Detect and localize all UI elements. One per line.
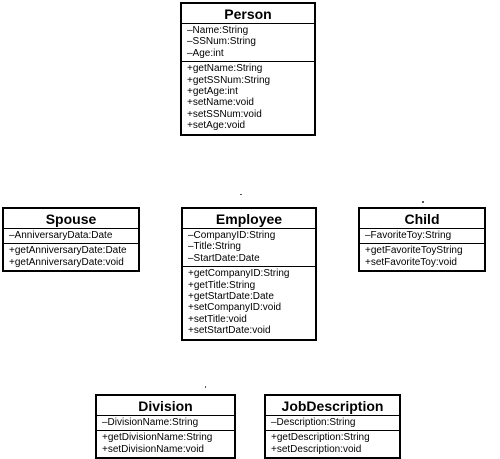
scan-speck xyxy=(205,386,206,388)
attribute: –DivisionName:String xyxy=(102,417,199,428)
method: +getName:String xyxy=(187,63,263,75)
method: +getCompanyID:String xyxy=(188,268,290,280)
methods-section: +getDivisionName:String +setDivisionName… xyxy=(97,431,234,457)
scan-speck xyxy=(422,201,424,203)
class-employee: Employee –CompanyID:String –Title:String… xyxy=(181,207,317,341)
methods-section: +getCompanyID:String +getTitle:String +g… xyxy=(183,267,315,338)
attributes-section: –AnniversaryData:Date xyxy=(4,229,138,245)
class-name: Person xyxy=(182,4,314,24)
attribute: –Title:String xyxy=(188,241,241,253)
method: +getDescription:String xyxy=(271,432,370,444)
method: +getTitle:String xyxy=(188,279,256,291)
attribute: –Description:String xyxy=(271,417,356,428)
methods-section: +getFavoriteToyString +setFavoriteToy:vo… xyxy=(360,244,484,270)
class-child: Child –FavoriteToy:String +getFavoriteTo… xyxy=(358,207,486,273)
class-name: JobDescription xyxy=(266,396,399,416)
class-division: Division –DivisionName:String +getDivisi… xyxy=(95,394,236,459)
class-name: Child xyxy=(360,209,484,229)
method: +getDivisionName:String xyxy=(102,432,213,444)
class-name: Spouse xyxy=(4,209,138,229)
attribute: –SSNum:String xyxy=(187,36,256,48)
method: +setDivisionName:void xyxy=(102,443,204,455)
attribute: –FavoriteToy:String xyxy=(365,230,452,241)
scan-speck xyxy=(240,194,242,195)
methods-section: +getAnniversaryDate:Date +getAnniversary… xyxy=(4,244,138,270)
method: +setFavoriteToy:void xyxy=(365,256,457,268)
method: +setStartDate:void xyxy=(188,325,271,337)
attribute: –StartDate:Date xyxy=(188,252,260,264)
method: +getFavoriteToyString xyxy=(365,245,463,257)
class-spouse: Spouse –AnniversaryData:Date +getAnniver… xyxy=(2,207,140,273)
method: +setDescription:void xyxy=(271,443,362,455)
attributes-section: –FavoriteToy:String xyxy=(360,229,484,245)
method: +getAnniversaryDate:void xyxy=(9,256,124,268)
method: +setName:void xyxy=(187,97,254,109)
method: +getStartDate:Date xyxy=(188,291,274,303)
method: +getSSNum:String xyxy=(187,74,271,86)
method: +setTitle:void xyxy=(188,313,247,325)
attributes-section: –Description:String xyxy=(266,416,399,432)
attributes-section: –Name:String –SSNum:String –Age:int xyxy=(182,24,314,63)
class-name: Employee xyxy=(183,209,315,229)
attribute: –Name:String xyxy=(187,25,249,36)
method: +setAge:void xyxy=(187,120,246,132)
method: +getAnniversaryDate:Date xyxy=(9,245,127,257)
attribute: –AnniversaryData:Date xyxy=(9,230,113,241)
method: +setSSNum:void xyxy=(187,108,262,120)
class-name: Division xyxy=(97,396,234,416)
methods-section: +getDescription:String +setDescription:v… xyxy=(266,431,399,457)
methods-section: +getName:String +getSSNum:String +getAge… xyxy=(182,62,314,133)
method: +setCompanyID:void xyxy=(188,302,282,314)
attributes-section: –CompanyID:String –Title:String –StartDa… xyxy=(183,229,315,268)
class-person: Person –Name:String –SSNum:String –Age:i… xyxy=(180,2,316,136)
attributes-section: –DivisionName:String xyxy=(97,416,234,432)
class-jobdescription: JobDescription –Description:String +getD… xyxy=(264,394,401,459)
attribute: –Age:int xyxy=(187,47,224,59)
method: +getAge:int xyxy=(187,86,238,98)
attribute: –CompanyID:String xyxy=(188,230,276,241)
